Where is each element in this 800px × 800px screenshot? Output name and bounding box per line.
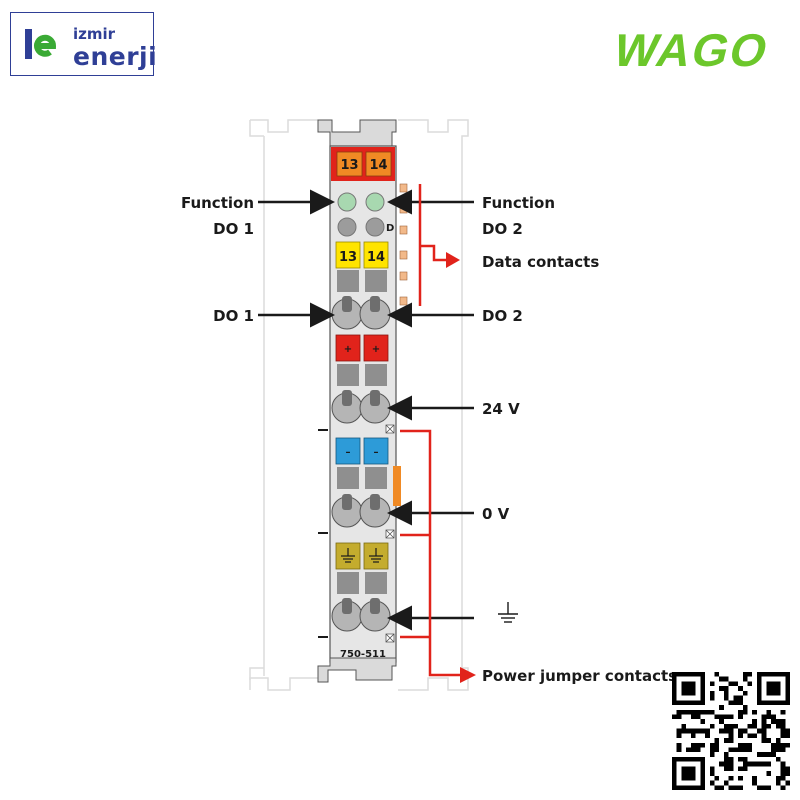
label-do1: DO 1 bbox=[213, 307, 254, 325]
led-letter-d: D bbox=[386, 223, 394, 234]
plus-tabs: + + bbox=[335, 334, 389, 386]
led-unused-2 bbox=[365, 217, 385, 237]
minus-tabs: – – bbox=[335, 437, 401, 506]
signal-tab-13 bbox=[335, 241, 361, 269]
izmir-enerji-logo: izmir enerji bbox=[10, 12, 158, 76]
wago-logo: WAGO bbox=[609, 25, 775, 76]
function-leds: D bbox=[337, 192, 394, 237]
power-jumper-bracket bbox=[400, 429, 476, 683]
plus-tab-right-label: + bbox=[372, 344, 380, 355]
minus-tab-left-label: – bbox=[346, 447, 351, 458]
signal-tab-14-label: 14 bbox=[367, 250, 385, 265]
label-function-left-do1: DO 1 bbox=[213, 220, 254, 238]
top-tab-14 bbox=[365, 151, 392, 177]
ground-tabs bbox=[335, 542, 389, 594]
signal-tabs: 13 14 bbox=[335, 241, 389, 292]
clamps-0v bbox=[331, 494, 395, 539]
signal-tab-13-label: 13 bbox=[339, 250, 357, 265]
izmir-logo-text: izmir bbox=[73, 25, 116, 43]
led-do1-function bbox=[337, 192, 357, 212]
do-clamps bbox=[331, 296, 391, 330]
label-data-contacts: Data contacts bbox=[482, 253, 599, 271]
ground-tab-right-icon bbox=[369, 548, 383, 563]
do2-callout: DO 2 bbox=[387, 302, 523, 328]
led-unused-1 bbox=[337, 217, 357, 237]
ground-tab-left-icon bbox=[341, 548, 355, 563]
label-function-left: Function bbox=[181, 194, 254, 212]
orange-side-contact bbox=[393, 466, 401, 506]
signal-tab-14 bbox=[363, 241, 389, 269]
label-power-jumper-contacts: Power jumper contacts bbox=[482, 667, 677, 685]
label-24v: 24 V bbox=[482, 400, 520, 418]
clamps-24v bbox=[331, 390, 395, 434]
top-marker-strip: 13 14 bbox=[331, 147, 395, 181]
qr-code-icon bbox=[672, 672, 790, 790]
label-do2: DO 2 bbox=[482, 307, 523, 325]
function-do2-callout: Function DO 2 bbox=[387, 189, 555, 238]
izmir-enerji-logo-mark-icon bbox=[25, 29, 57, 59]
top-tab-14-label: 14 bbox=[369, 158, 387, 173]
enerji-logo-text: enerji bbox=[73, 42, 158, 71]
label-function-right: Function bbox=[482, 194, 555, 212]
data-contacts-bracket bbox=[418, 184, 460, 306]
neighbor-module-outlines bbox=[249, 119, 469, 691]
ground-symbol-icon bbox=[498, 602, 518, 623]
label-0v: 0 V bbox=[482, 505, 510, 523]
led-do2-function bbox=[365, 192, 385, 212]
top-tab-13-label: 13 bbox=[340, 158, 358, 173]
function-do1-callout: Function DO 1 bbox=[181, 189, 335, 238]
plus-tab-left-label: + bbox=[344, 344, 352, 355]
ground-callout bbox=[387, 602, 518, 631]
0v-callout: 0 V bbox=[387, 500, 510, 526]
part-number: 750-511 bbox=[340, 649, 386, 660]
clamps-ground bbox=[331, 598, 395, 643]
top-tab-13 bbox=[336, 151, 363, 177]
do1-callout: DO 1 bbox=[213, 302, 335, 328]
minus-tab-right-label: – bbox=[374, 447, 379, 458]
wago-logo-text: WAGO bbox=[609, 25, 775, 76]
label-function-right-do2: DO 2 bbox=[482, 220, 523, 238]
24v-callout: 24 V bbox=[387, 395, 520, 421]
